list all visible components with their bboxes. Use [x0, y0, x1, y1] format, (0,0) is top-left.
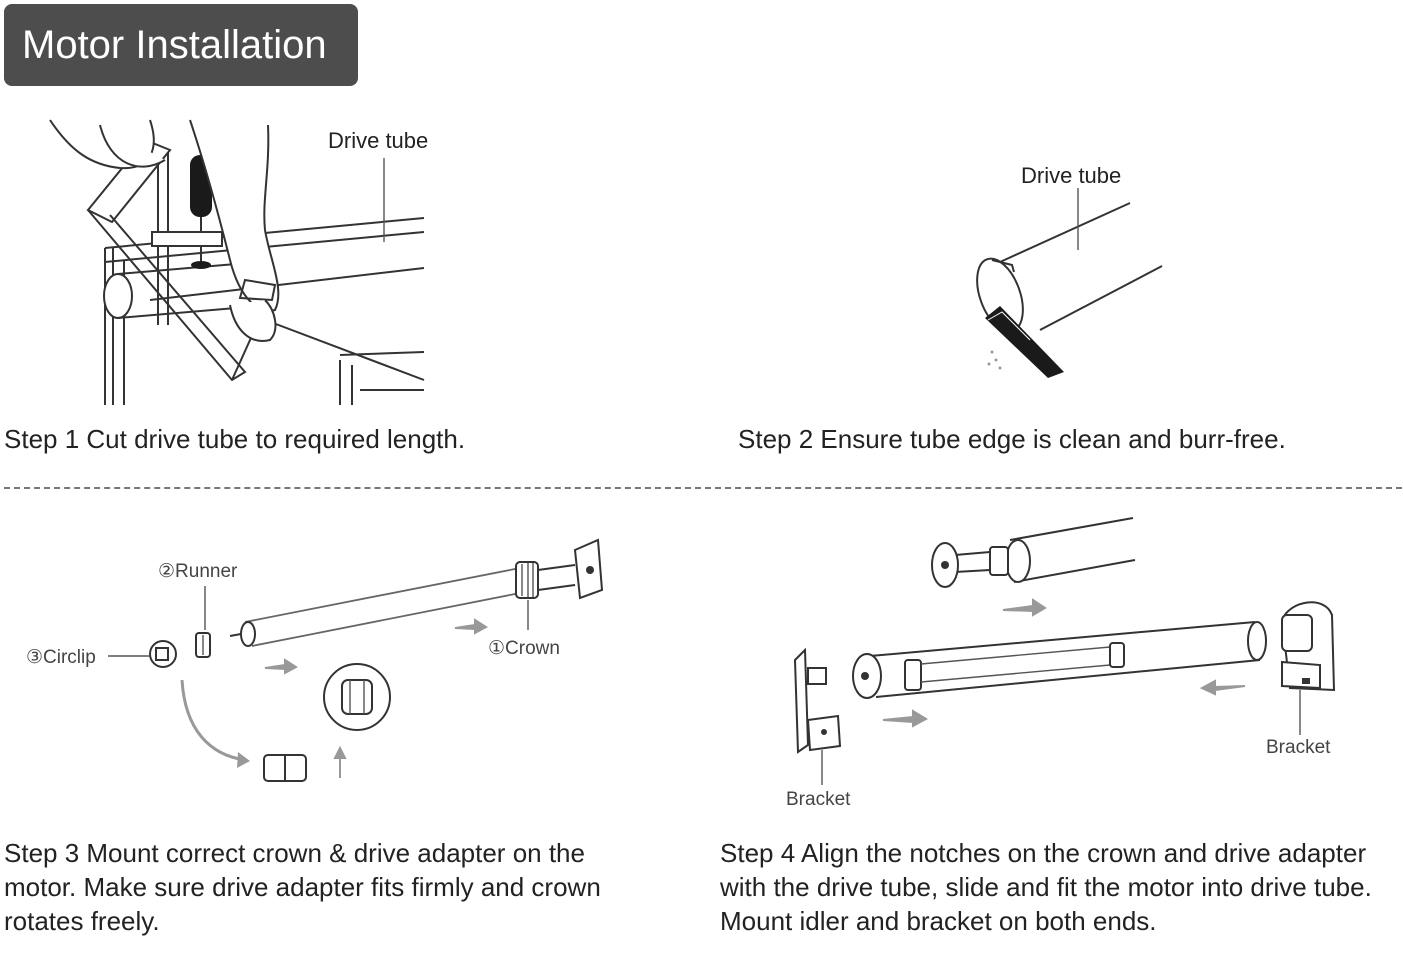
circlip-label: ③Circlip: [26, 647, 96, 668]
file-tool-illustration: [985, 306, 1064, 378]
left-bracket-illustration: [793, 647, 842, 785]
drive-adapter-illustration: [263, 663, 391, 782]
step4-bracket-right-label: Bracket: [1266, 737, 1331, 758]
runner-label: ②Runner: [158, 561, 238, 582]
step2-caption: Step 2 Ensure tube edge is clean and bur…: [738, 424, 1286, 454]
direction-arrows: [264, 618, 488, 778]
hacksaw-illustration: [49, 119, 280, 382]
step2-drive-tube-label: Drive tube: [1021, 163, 1122, 188]
runner-part-illustration: [195, 586, 211, 658]
step4-bracket-left-label: Bracket: [786, 789, 851, 810]
drive-tube-end-illustration: [976, 202, 1163, 333]
page-title: Motor Installation: [4, 4, 358, 86]
right-bracket-illustration: [1280, 601, 1336, 735]
section-divider: [4, 487, 1402, 489]
crown-label: ①Crown: [488, 638, 560, 659]
step1-caption: Step 1 Cut drive tube to required length…: [4, 424, 466, 454]
step3-caption: Step 3 Mount correct crown & drive adapt…: [4, 838, 601, 936]
motor-head-detail-illustration: [931, 517, 1136, 617]
step4-caption: Step 4 Align the notches on the crown an…: [720, 838, 1372, 936]
drive-tube-assembly-illustration: [852, 621, 1267, 728]
step1-drive-tube-label: Drive tube: [328, 128, 429, 153]
circlip-part-illustration: [108, 640, 177, 668]
motor-illustration: [229, 538, 604, 647]
